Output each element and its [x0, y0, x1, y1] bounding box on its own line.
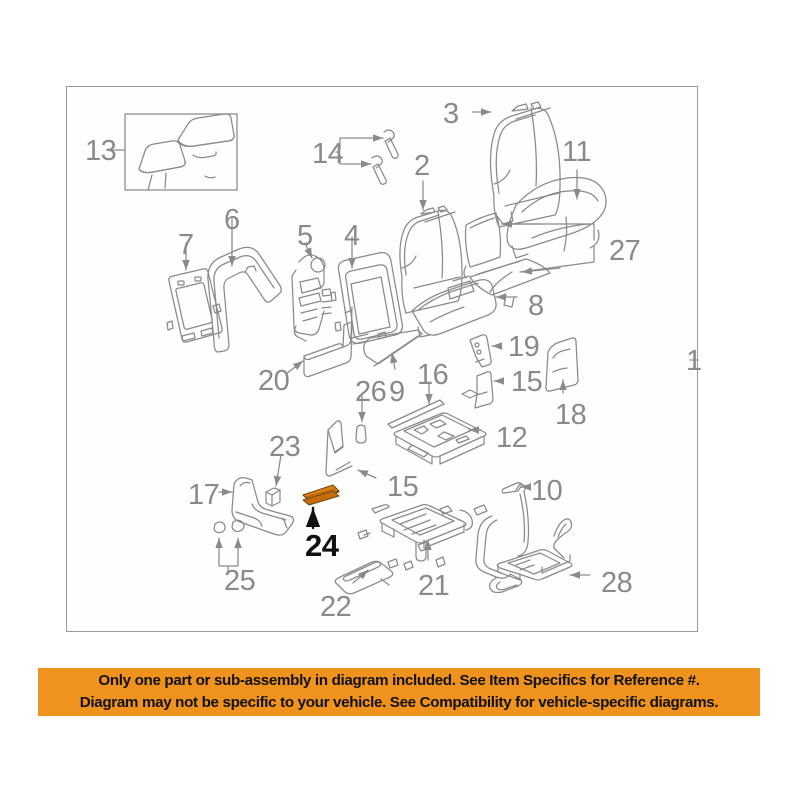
part-5-recliner-mechanism [291, 254, 332, 342]
part-label-12: 12 [496, 422, 528, 454]
part-28-harness-frame [475, 483, 573, 594]
leader-27-b [521, 267, 561, 275]
part-label-19: 19 [508, 331, 540, 363]
part-11-seat-cushion [506, 176, 607, 259]
part-26-clip [355, 424, 367, 444]
part-label-4: 4 [344, 220, 360, 252]
part-label-17: 17 [188, 479, 220, 511]
leader-25-bracket [218, 559, 239, 573]
leader-9 [390, 352, 398, 370]
part-15a-bracket [461, 371, 494, 409]
part-20-trim-bracket [303, 306, 353, 378]
part-14-bolts [371, 129, 399, 185]
part-15b-floor-bracket [325, 420, 353, 477]
part-10-clip [501, 482, 523, 494]
leader-14-a [339, 134, 384, 150]
part-label-26: 26 [355, 376, 387, 408]
part-24-highlighted-bar [302, 484, 340, 506]
leader-5 [304, 242, 313, 259]
part-2-back-cover [399, 205, 463, 314]
part-23-knob [265, 487, 281, 507]
part-21-track-assembly [357, 504, 488, 571]
part-label-18: 18 [555, 399, 587, 431]
part-label-16: 16 [417, 359, 449, 391]
part-label-2: 2 [414, 150, 430, 182]
part-label-27: 27 [609, 235, 641, 267]
part-label-21: 21 [418, 570, 450, 602]
part-label-9: 9 [389, 376, 405, 408]
part-label-7: 7 [178, 229, 194, 261]
part-25-pivot-knobs [213, 519, 245, 534]
part-label-11: 11 [562, 136, 592, 168]
part-label-10: 10 [531, 475, 563, 507]
part-label-20: 20 [258, 365, 290, 397]
disclaimer-line-1: Only one part or sub-assembly in diagram… [98, 672, 700, 689]
part-label-1: 1 [686, 345, 702, 377]
part-19-hinge-bracket [469, 334, 492, 368]
diagram-frame [66, 86, 698, 632]
part-label-6: 6 [224, 204, 240, 236]
part-label-5: 5 [297, 220, 313, 252]
part-13-headrest-box [124, 113, 238, 191]
part-label-14: 14 [312, 138, 344, 170]
part-17-side-trim [231, 477, 295, 536]
part-4-back-pad [330, 252, 403, 345]
part-8-cushion-pad [411, 275, 497, 338]
leader-22 [352, 569, 369, 584]
part-label-15b: 15 [387, 471, 419, 503]
part-label-13: 13 [85, 135, 117, 167]
leader-14-b [339, 154, 372, 168]
part-label-15a: 15 [511, 366, 543, 398]
part-label-23: 23 [269, 431, 301, 463]
leader-27-bracket [501, 223, 595, 273]
part-label-24: 24 [305, 528, 339, 563]
part-label-22: 22 [320, 591, 352, 623]
part-6-back-frame [207, 246, 282, 353]
part-label-8: 8 [528, 290, 544, 322]
leader-23 [273, 454, 282, 487]
leader-15b [357, 469, 377, 479]
part-label-3: 3 [443, 98, 459, 130]
disclaimer-banner: Only one part or sub-assembly in diagram… [38, 668, 760, 716]
part-9-floor-panel [363, 329, 423, 367]
part-label-28: 28 [601, 567, 633, 599]
part-18-side-shield [545, 337, 579, 392]
part-16-support-rod [387, 399, 445, 429]
part-label-25: 25 [224, 565, 256, 597]
part-22-rail-cover [334, 560, 394, 595]
part-12-frame-panel [393, 412, 487, 465]
disclaimer-line-2: Diagram may not be specific to your vehi… [79, 694, 719, 711]
leader-20 [285, 360, 304, 375]
